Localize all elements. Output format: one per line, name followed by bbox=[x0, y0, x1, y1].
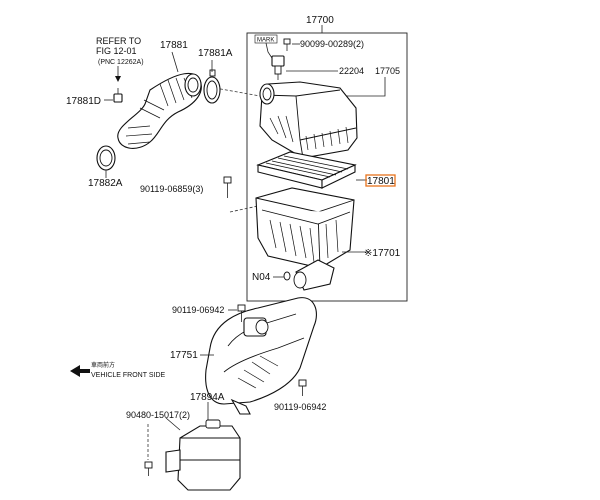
refer-line-2: FIG 12-01 bbox=[96, 46, 137, 56]
bolt-icon bbox=[223, 176, 232, 198]
label-n04[interactable]: N04 bbox=[252, 272, 271, 283]
vehicle-front-en: VEHICLE FRONT SIDE bbox=[91, 372, 165, 379]
hose-clamp-icon bbox=[96, 145, 116, 171]
refer-line-3: (PNC 12262A) bbox=[98, 59, 144, 66]
label-90480-15017[interactable]: 90480-15017(2) bbox=[126, 410, 190, 420]
highlight-box bbox=[365, 174, 396, 187]
label-17700[interactable]: 17700 bbox=[306, 15, 334, 26]
label-17701[interactable]: ※17701 bbox=[364, 248, 401, 259]
intake-hose bbox=[117, 72, 202, 149]
joint-icon bbox=[113, 88, 123, 103]
label-17881A[interactable]: 17881A bbox=[198, 48, 233, 59]
refer-line-1: REFER TO bbox=[96, 36, 141, 46]
assembly-frame bbox=[246, 32, 408, 302]
airflow-sensor-icon bbox=[271, 55, 285, 80]
vehicle-front-cn: 車両前方 bbox=[91, 361, 115, 369]
arrow-down-icon bbox=[115, 76, 121, 82]
label-22204[interactable]: 22204 bbox=[339, 66, 364, 76]
bolt-icon bbox=[298, 379, 307, 396]
arrow-left-icon bbox=[70, 365, 90, 377]
bolt-icon bbox=[237, 304, 246, 322]
label-90119-06942-mid[interactable]: 90119-06942 bbox=[172, 305, 224, 315]
bolt-icon bbox=[144, 461, 153, 476]
label-mark: MARK bbox=[257, 38, 274, 44]
resonator bbox=[165, 419, 241, 491]
hose-clamp-icon bbox=[203, 69, 221, 104]
label-17894A[interactable]: 17894A bbox=[190, 392, 225, 403]
label-17882A[interactable]: 17882A bbox=[88, 178, 123, 189]
label-17751[interactable]: 17751 bbox=[170, 350, 198, 361]
inlet-duct bbox=[205, 297, 317, 415]
label-17801[interactable]: 17801 bbox=[367, 176, 395, 187]
filter-element bbox=[256, 151, 357, 189]
air-cleaner-case bbox=[255, 187, 355, 291]
label-90099-00289[interactable]: 90099-00289(2) bbox=[300, 39, 364, 49]
label-90119-06942-bottom[interactable]: 90119-06942 bbox=[274, 402, 326, 412]
label-17881[interactable]: 17881 bbox=[160, 40, 188, 51]
label-90119-06859[interactable]: 90119-06859(3) bbox=[140, 184, 203, 194]
air-cleaner-cover bbox=[259, 81, 358, 159]
label-17881D[interactable]: 17881D bbox=[66, 96, 101, 107]
bolt-icon bbox=[283, 38, 291, 51]
label-17705[interactable]: 17705 bbox=[375, 66, 400, 76]
